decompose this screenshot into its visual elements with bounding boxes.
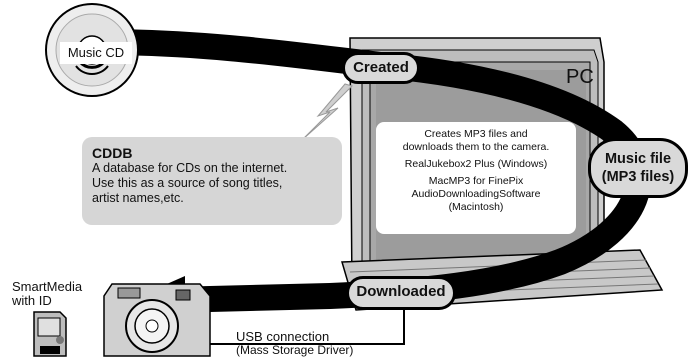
music-file-line1: Music file bbox=[604, 151, 672, 167]
smartmedia-card-icon bbox=[33, 311, 67, 357]
downloaded-label: Downloaded bbox=[346, 276, 456, 310]
screen-line1: Creates MP3 files and bbox=[424, 128, 528, 140]
usb-connection-label: USB connection (Mass Storage Driver) bbox=[236, 330, 353, 357]
cddb-line3: artist names,etc. bbox=[92, 191, 184, 205]
screen-line5: AudioDownloadingSoftware bbox=[411, 188, 541, 200]
flow-arrow bbox=[99, 29, 652, 313]
usb-line2: (Mass Storage Driver) bbox=[236, 343, 354, 357]
music-cd-label: Music CD bbox=[60, 42, 132, 64]
pc-screen-text: Creates MP3 files and downloads them to … bbox=[376, 122, 576, 234]
smartmedia-label: SmartMedia with ID bbox=[12, 280, 82, 308]
cddb-line1: A database for CDs on the internet. bbox=[92, 161, 288, 175]
screen-line4: MacMP3 for FinePix bbox=[428, 175, 524, 187]
pc-label: PC bbox=[566, 66, 594, 88]
smartmedia-line1: SmartMedia bbox=[12, 279, 83, 294]
created-label: Created bbox=[342, 52, 420, 84]
camera-icon bbox=[103, 283, 211, 357]
internet-link-icon bbox=[301, 83, 353, 141]
usb-cable bbox=[206, 300, 405, 345]
screen-line2: downloads them to the camera. bbox=[402, 141, 550, 153]
screen-line6: (Macintosh) bbox=[448, 201, 504, 213]
music-file-label: Music file (MP3 files) bbox=[588, 138, 688, 198]
cddb-title: CDDB bbox=[92, 145, 133, 161]
smartmedia-line2: with ID bbox=[12, 293, 52, 308]
cddb-info-box: CDDB A database for CDs on the internet.… bbox=[82, 137, 342, 225]
music-file-line2: (MP3 files) bbox=[601, 169, 675, 185]
usb-line1: USB connection bbox=[236, 329, 330, 344]
screen-line3: RealJukebox2 Plus (Windows) bbox=[404, 158, 548, 170]
cddb-line2: Use this as a source of song titles, bbox=[92, 176, 283, 190]
